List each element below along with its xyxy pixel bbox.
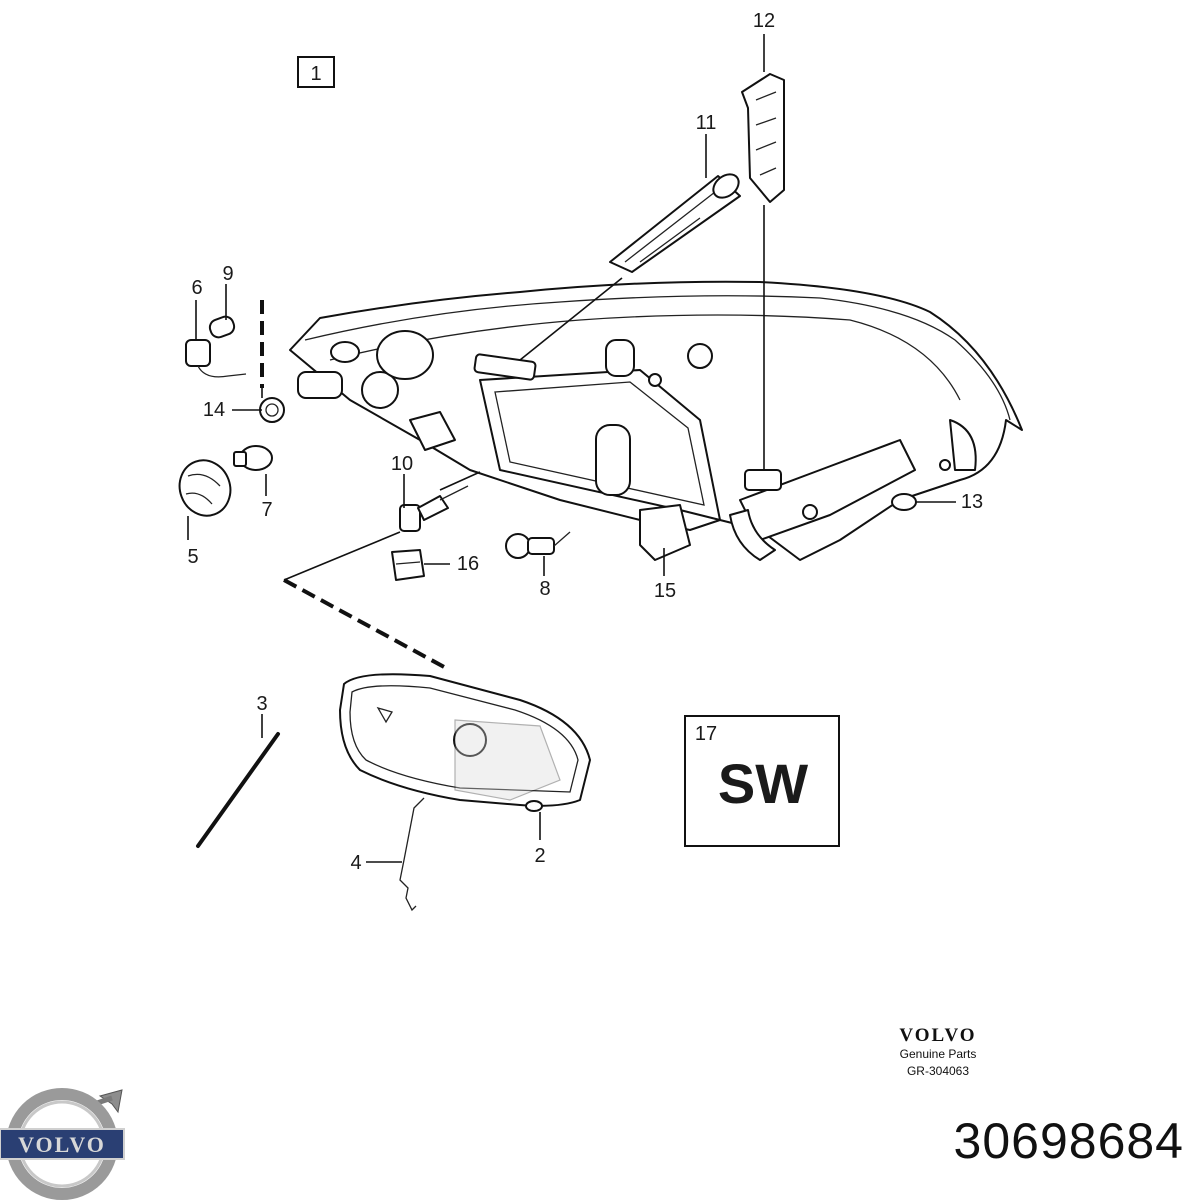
headlamp-housing (289, 280, 1023, 561)
callout-4: 4 (350, 852, 361, 874)
dashed-link-lower (283, 578, 447, 670)
callout-13: 13 (961, 491, 983, 513)
marker-box-number: 17 (695, 723, 717, 745)
callout-14: 14 (203, 399, 225, 421)
group-code: GR-304063 (906, 1064, 970, 1078)
bulb-part-9 (208, 315, 236, 339)
marker-box-17: 17 SW (684, 715, 840, 847)
cover-cap-part-5 (178, 459, 232, 517)
callout-3: 3 (256, 693, 267, 715)
callout-5: 5 (187, 546, 198, 568)
genuine-parts-label: Genuine Parts (899, 1047, 977, 1061)
callout-7: 7 (261, 499, 272, 521)
callout-2: 2 (534, 845, 545, 867)
callout-9: 9 (222, 263, 233, 285)
grommet-part-13 (891, 493, 917, 511)
bracket-part-12 (741, 73, 785, 203)
tube-part-11 (609, 173, 741, 273)
rod-part-3 (196, 732, 280, 848)
leader-lines (187, 34, 956, 863)
callout-15: 15 (654, 580, 676, 602)
wire-part-4 (399, 797, 425, 912)
bulb-holder-part-8 (505, 531, 571, 559)
callout-labels: 12 11 9 6 14 7 5 10 16 8 15 13 3 4 2 (187, 10, 983, 874)
volvo-emblem-logo: VOLVO (0, 1088, 125, 1200)
socket-part-14 (259, 397, 285, 423)
bulb-part-7 (233, 445, 273, 471)
bulb-part-10 (399, 485, 469, 532)
brand-wordmark: VOLVO (899, 1025, 977, 1046)
assembly-box-label: 1 (310, 63, 321, 85)
part-number: 30698684 (953, 1113, 1184, 1169)
logo-word: VOLVO (18, 1132, 106, 1157)
callout-6: 6 (191, 277, 202, 299)
socket-part-6 (185, 339, 247, 378)
callout-12: 12 (753, 10, 775, 32)
marker-box-code: SW (718, 752, 808, 815)
callout-16: 16 (457, 553, 479, 575)
side-lamp-part-2 (339, 673, 591, 812)
callout-10: 10 (391, 453, 413, 475)
assembly-box: 1 (297, 56, 335, 88)
callout-8: 8 (539, 578, 550, 600)
brand-block: VOLVO Genuine Parts GR-304063 (878, 1026, 998, 1080)
callout-11: 11 (696, 112, 717, 134)
clip-part-16 (391, 549, 425, 581)
